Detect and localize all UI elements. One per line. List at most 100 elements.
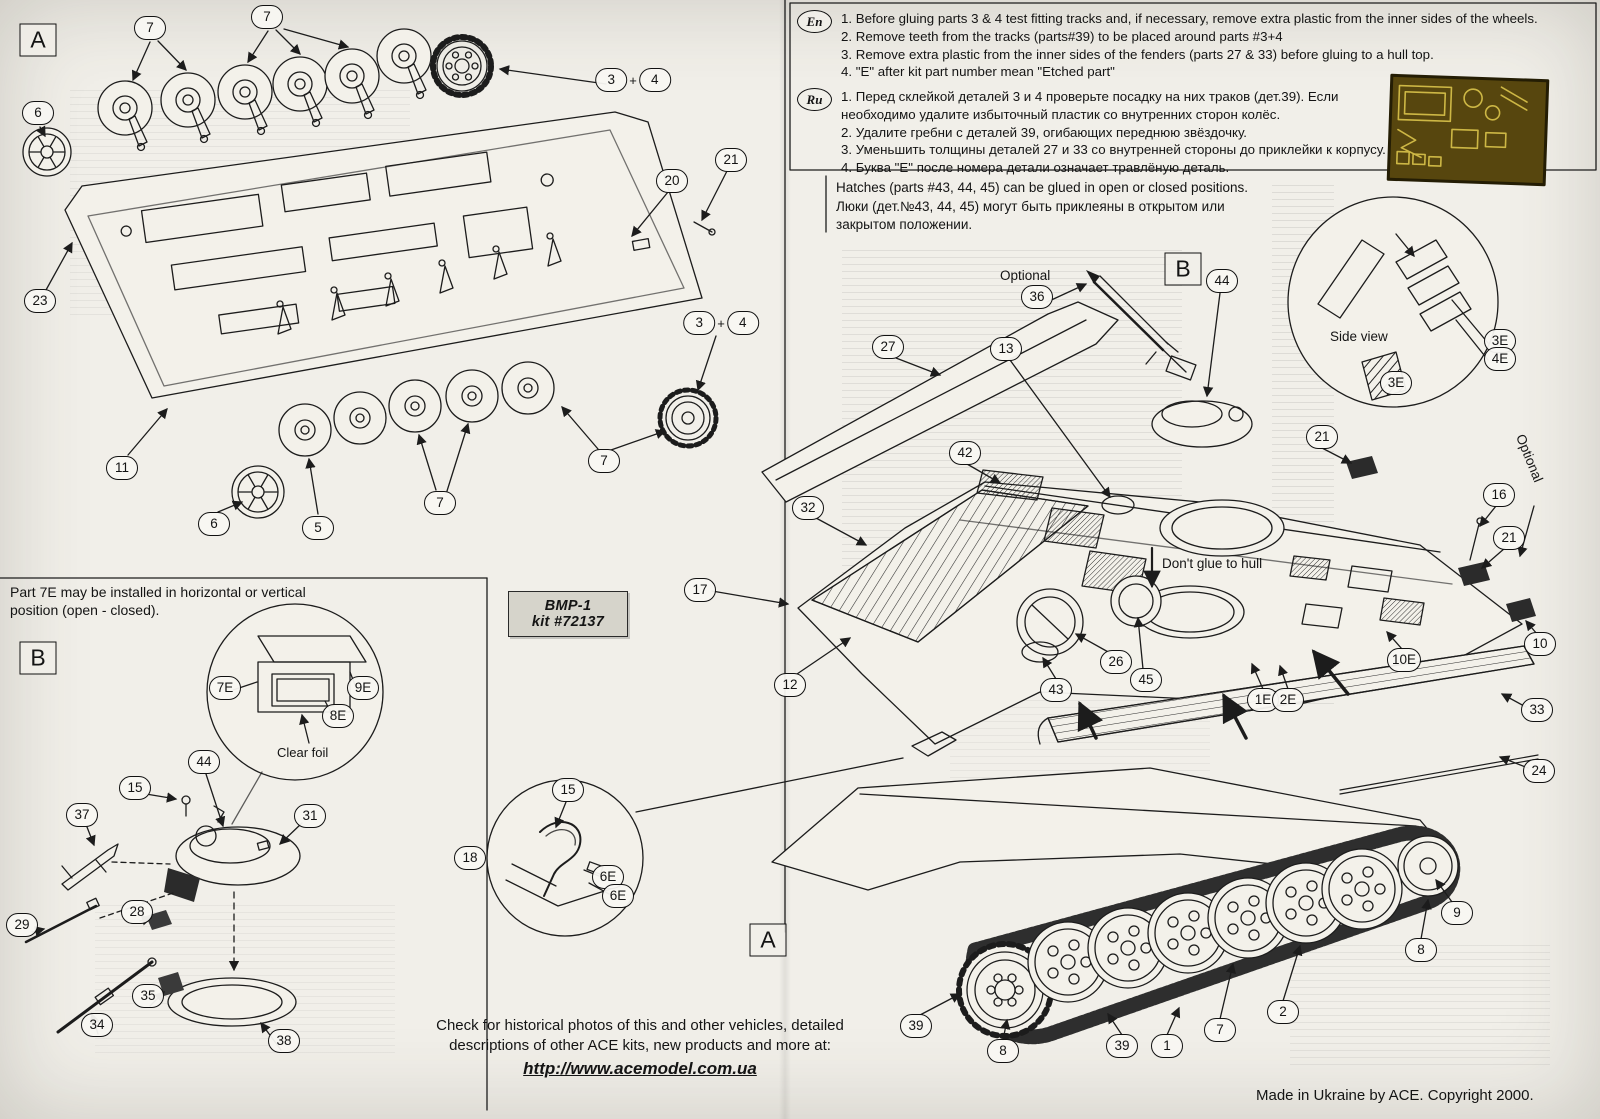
part-callout-21: 21: [1306, 425, 1338, 449]
instructions-en: En 1. Before gluing parts 3 & 4 test fit…: [797, 10, 1559, 81]
assembly-a-running-gear: [771, 767, 1461, 1045]
part-callout-10: 10: [1524, 632, 1556, 656]
ru-language-badge: Ru: [797, 88, 832, 111]
part-callout-15: 15: [119, 776, 151, 800]
text-line: 3. Уменьшить толщины деталей 27 и 33 со …: [841, 142, 1386, 158]
part-callout-31: 31: [294, 804, 326, 828]
part-callout-34: 34: [81, 1013, 113, 1037]
kit-number: kit #72137: [531, 614, 605, 630]
text-line: 1. Перед склейкой деталей 3 и 4 проверьт…: [841, 89, 1339, 122]
part-callout-1E: 1E: [1247, 688, 1279, 712]
part-callout-28: 28: [121, 900, 153, 924]
etched-parts-photo: [1386, 73, 1550, 187]
acemodel-url: http://www.acemodel.com.ua: [523, 1058, 757, 1078]
made-in-note: Made in Ukraine by ACE. Copyright 2000.: [1256, 1087, 1534, 1104]
part-callout-7: 7: [424, 491, 456, 515]
part-callout-7: 7: [588, 449, 620, 473]
part-callout-39: 39: [1106, 1034, 1138, 1058]
text-line: 4. "E" after kit part number mean "Etche…: [841, 64, 1115, 80]
part-callout-5: 5: [302, 516, 334, 540]
part-callout-8: 8: [1405, 938, 1437, 962]
footer-line-1: Check for historical photos of this and …: [436, 1017, 844, 1034]
side-view-detail: [1287, 196, 1499, 408]
part-callout-17: 17: [684, 578, 716, 602]
part-callout-11: 11: [106, 456, 138, 480]
part-callout-16: 16: [1483, 483, 1515, 507]
part-callout-6: 6: [22, 101, 54, 125]
part-callout-27: 27: [872, 335, 904, 359]
part-callout-10E: 10E: [1386, 648, 1422, 672]
part-callout-12: 12: [774, 673, 806, 697]
text-line: 3. Remove extra plastic from the inner s…: [841, 46, 1434, 62]
optional-label-top: Optional: [1000, 268, 1051, 283]
part-7e-position-note: Part 7E may be installed in horizontal o…: [10, 584, 306, 619]
part-callout-9E: 9E: [347, 676, 379, 700]
section-label-b: B: [1164, 252, 1202, 286]
clear-foil-label: Clear foil: [277, 745, 329, 760]
part-callout-20: 20: [656, 169, 688, 193]
text-line: 2. Удалите гребни с деталей 39, огибающи…: [841, 124, 1248, 140]
instructions-ru: Ru 1. Перед склейкой деталей 3 и 4 прове…: [797, 88, 1559, 177]
part-callout-2E: 2E: [1272, 688, 1304, 712]
part-callout-3+4: 3+4: [595, 68, 671, 92]
part-callout-23: 23: [24, 289, 56, 313]
part-callout-36: 36: [1021, 285, 1053, 309]
part-callout-18: 18: [454, 846, 486, 870]
part-callout-3E: 3E: [1380, 371, 1412, 395]
part-callout-24: 24: [1523, 759, 1555, 783]
section-label-a: A: [749, 923, 787, 957]
part-callout-9: 9: [1441, 901, 1473, 925]
part-callout-42: 42: [949, 441, 981, 465]
part-callout-33: 33: [1521, 698, 1553, 722]
part-callout-29: 29: [6, 913, 38, 937]
part-callout-21: 21: [715, 148, 747, 172]
sprocket-wheel: [430, 34, 494, 98]
part-callout-7E: 7E: [209, 676, 241, 700]
section-label-a: A: [19, 23, 57, 57]
part-callout-38: 38: [268, 1029, 300, 1053]
text-line: 1. Before gluing parts 3 & 4 test fittin…: [841, 11, 1538, 26]
part-callout-8: 8: [987, 1039, 1019, 1063]
part-callout-15: 15: [552, 778, 584, 802]
part-callout-44: 44: [188, 750, 220, 774]
part-callout-3E: 3E: [1484, 329, 1516, 353]
instructions-ru-list: 1. Перед склейкой деталей 3 и 4 проверьт…: [841, 88, 1406, 177]
part-callout-35: 35: [132, 984, 164, 1008]
part-callout-39: 39: [900, 1014, 932, 1038]
part-callout-26: 26: [1100, 650, 1132, 674]
part-callout-8E: 8E: [322, 704, 354, 728]
hatches-note-ru: Люки (дет.№43, 44, 45) могут быть прикле…: [836, 198, 1225, 232]
part-callout-44: 44: [1206, 269, 1238, 293]
part-callout-6E: 6E: [592, 865, 624, 889]
hatches-note: Hatches (parts #43, 44, 45) can be glued…: [836, 179, 1274, 234]
instructions-en-list: 1. Before gluing parts 3 & 4 test fittin…: [841, 10, 1553, 81]
kit-name: BMP-1: [544, 598, 592, 614]
text-line: 4. Буква "Е" после номера детали означае…: [841, 160, 1230, 176]
text-line: 2. Remove teeth from the tracks (parts#3…: [841, 28, 1283, 44]
part-callout-6: 6: [198, 512, 230, 536]
part-callout-21: 21: [1493, 526, 1525, 550]
part-callout-45: 45: [1130, 668, 1162, 692]
section-label-b: B: [19, 641, 57, 675]
part-callout-1: 1: [1151, 1034, 1183, 1058]
hatches-note-en: Hatches (parts #43, 44, 45) can be glued…: [836, 180, 1249, 195]
part-callout-3+4: 3+4: [683, 311, 759, 335]
kit-number-box: BMP-1 kit #72137: [508, 591, 628, 637]
en-language-badge: En: [797, 10, 832, 33]
part-callout-37: 37: [66, 803, 98, 827]
part-callout-7: 7: [134, 16, 166, 40]
dont-glue-label: Don't glue to hull: [1162, 556, 1263, 571]
part-callout-32: 32: [792, 496, 824, 520]
footer-line-2: descriptions of other ACE kits, new prod…: [449, 1037, 831, 1055]
footer-note: Check for historical photos of this and …: [418, 1016, 862, 1079]
part-callout-7: 7: [1204, 1018, 1236, 1042]
part-callout-13: 13: [990, 337, 1022, 361]
assembly-a-hull-bottom: [22, 28, 728, 519]
part-callout-2: 2: [1267, 1000, 1299, 1024]
part-callout-43: 43: [1040, 678, 1072, 702]
part-callout-6E: 6E: [602, 884, 634, 908]
side-view-label: Side view: [1330, 329, 1388, 344]
part-callout-7: 7: [251, 5, 283, 29]
